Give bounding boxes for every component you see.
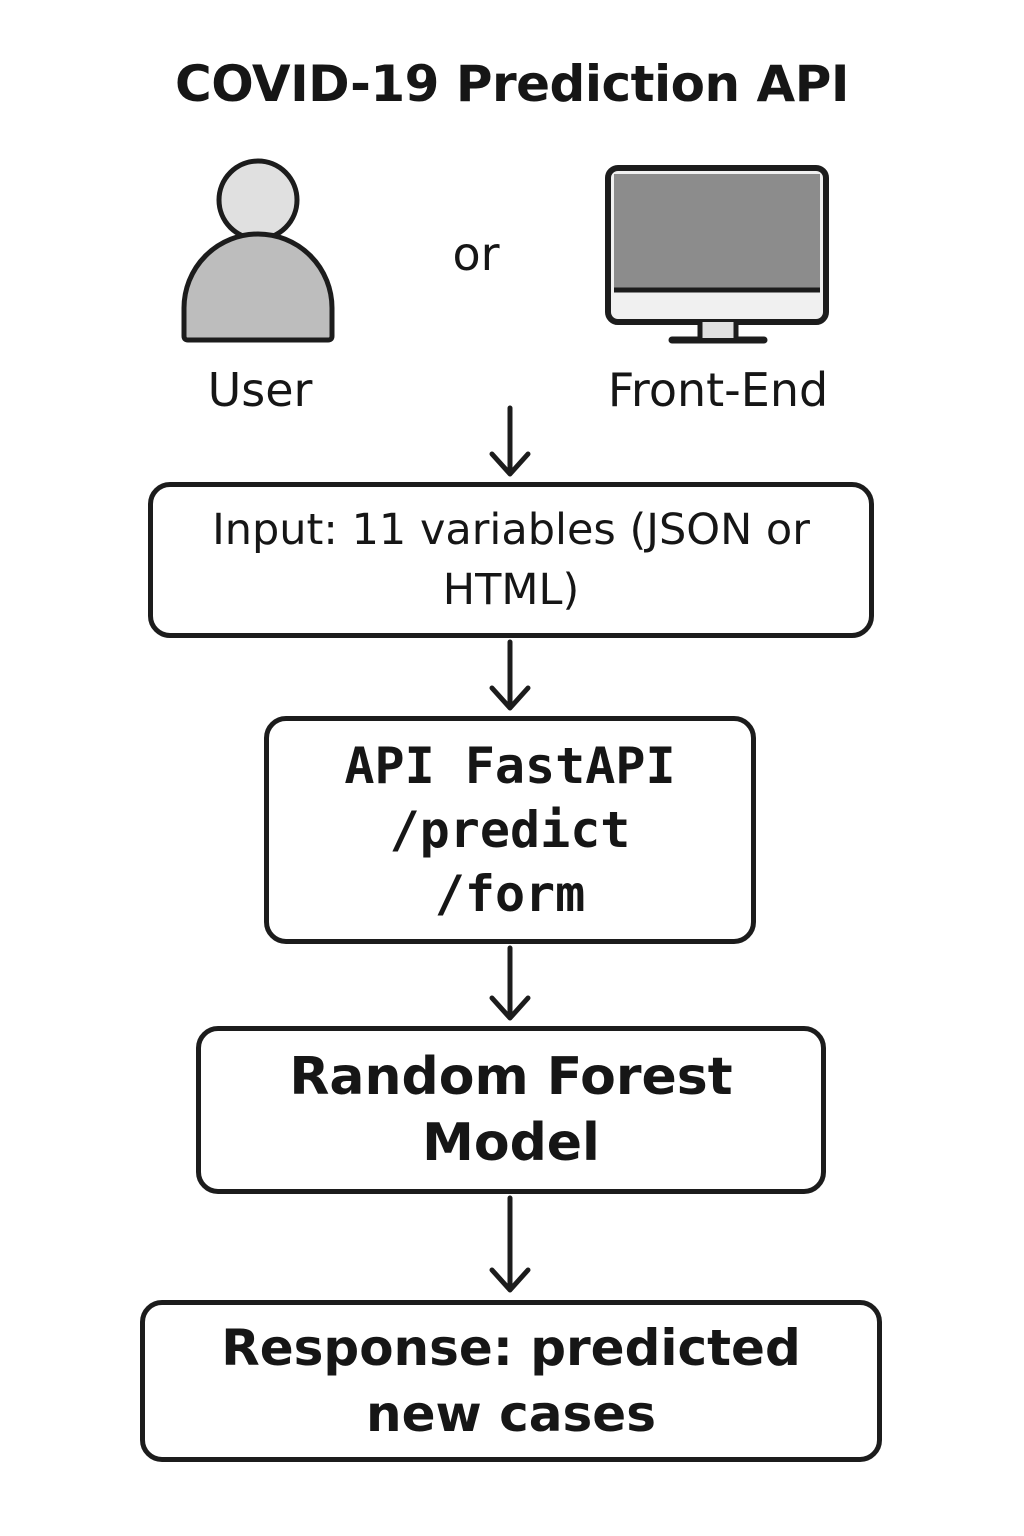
input-step-box: Input: 11 variables (JSON or HTML) [148, 482, 874, 638]
response-step-box: Response: predicted new cases [140, 1300, 882, 1462]
user-icon [181, 158, 335, 343]
arrow-down-icon [489, 1195, 531, 1293]
response-step-line-2: new cases [366, 1385, 656, 1443]
response-step-line-1: Response: predicted [221, 1319, 801, 1377]
frontend-label: Front-End [607, 363, 829, 417]
input-step-line-1: Input: 11 variables (JSON or [212, 505, 810, 555]
api-step-line-2: /predict [389, 801, 631, 859]
model-step-line-1: Random Forest [289, 1047, 733, 1107]
input-step-line-2: HTML) [442, 565, 580, 615]
api-step-box: API FastAPI /predict /form [264, 716, 756, 944]
or-separator: or [452, 227, 500, 281]
model-step-box: Random Forest Model [196, 1026, 826, 1194]
api-step-line-3: /form [434, 865, 586, 923]
monitor-icon [605, 165, 829, 344]
api-step-line-1: API FastAPI [344, 737, 676, 795]
user-label: User [207, 363, 313, 417]
arrow-down-icon [489, 945, 531, 1021]
arrow-down-icon [489, 405, 531, 477]
model-step-line-2: Model [422, 1113, 600, 1173]
arrow-down-icon [489, 639, 531, 711]
diagram-title: COVID-19 Prediction API [175, 55, 849, 113]
